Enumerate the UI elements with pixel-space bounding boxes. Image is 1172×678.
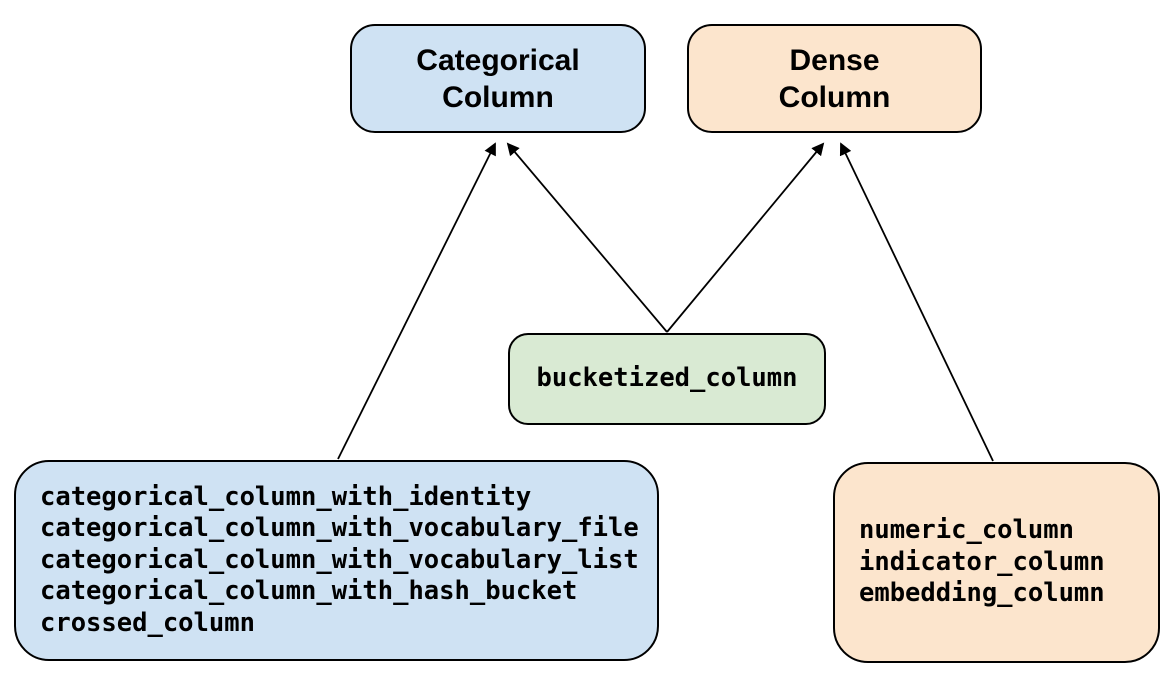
node-bucketized-column: bucketized_column (508, 333, 826, 425)
list-item: categorical_column_with_identity (40, 481, 532, 512)
categorical-implementations-list: categorical_column_with_identity categor… (16, 482, 647, 640)
node-dense-implementations: numeric_column indicator_column embeddin… (833, 462, 1160, 663)
list-item: indicator_column (859, 546, 1105, 577)
list-item: categorical_column_with_hash_bucket (40, 576, 578, 607)
list-item: crossed_column (40, 607, 255, 638)
list-item: numeric_column (859, 515, 1074, 546)
node-dense-column: Dense Column (687, 24, 982, 133)
node-categorical-implementations: categorical_column_with_identity categor… (14, 460, 659, 661)
dense-implementations-list: numeric_column indicator_column embeddin… (835, 515, 1113, 610)
categorical-column-label: Categorical Column (416, 43, 580, 114)
list-item: categorical_column_with_vocabulary_file (40, 513, 639, 544)
list-item: embedding_column (859, 578, 1105, 609)
dense-column-label: Dense Column (778, 43, 891, 114)
edge-bucketized-to-categorical-icon (506, 142, 668, 333)
edge-dense-impls-to-dense-icon (839, 142, 994, 462)
edge-categorical-impls-to-categorical-icon (337, 142, 496, 460)
list-item: categorical_column_with_vocabulary_list (40, 544, 639, 575)
edge-bucketized-to-dense-icon (666, 142, 825, 333)
bucketized-column-label: bucketized_column (536, 363, 798, 394)
node-categorical-column: Categorical Column (350, 24, 646, 133)
